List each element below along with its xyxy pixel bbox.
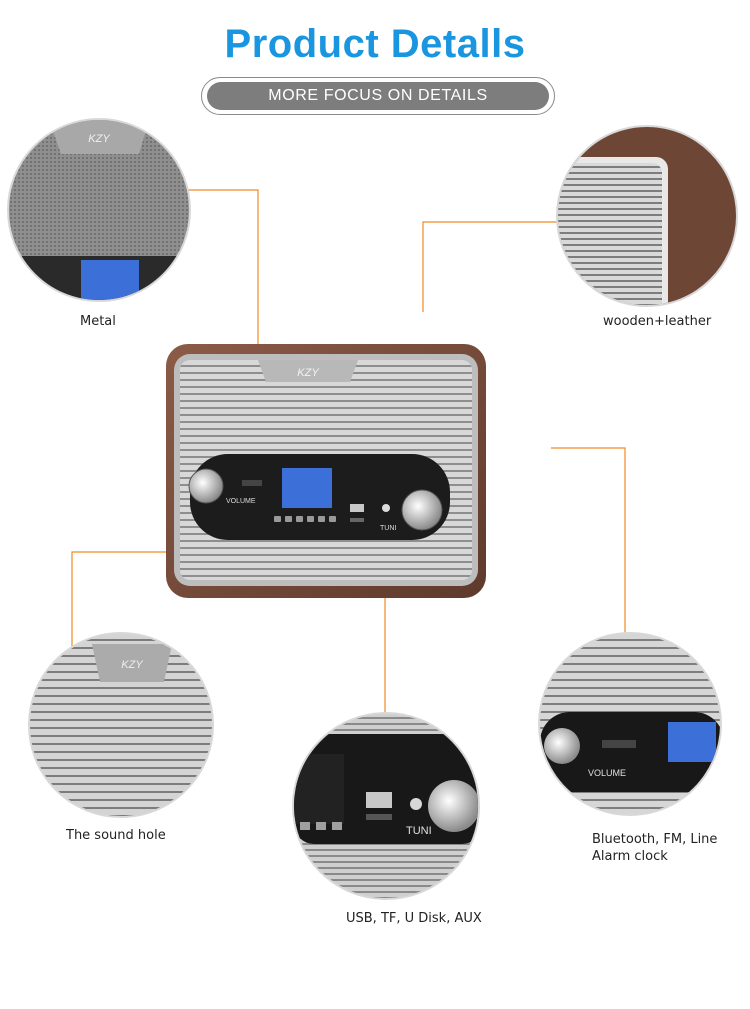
- label-metal: Metal: [80, 314, 116, 329]
- page-title: Product Detalls: [224, 22, 526, 66]
- volume-label: VOLUME: [226, 498, 256, 505]
- tuning-label: TUNI: [380, 525, 396, 532]
- label-functions: Bluetooth, FM, Line Alarm clock: [592, 832, 718, 864]
- detail-circle-ports: TUNI: [292, 712, 480, 900]
- radio-product-image: KZY VOLUME TUNI: [166, 344, 486, 598]
- detail-circle-wooden-leather: [556, 125, 738, 307]
- label-ports: USB, TF, U Disk, AUX: [346, 911, 482, 926]
- ports-tuning-label: TUNI: [406, 825, 432, 837]
- detail-circle-metal: KZY: [7, 118, 191, 302]
- label-wooden-leather: wooden+leather: [603, 314, 712, 329]
- subtitle-text: MORE FOCUS ON DETAILS: [207, 82, 549, 110]
- brand-logo: KZY: [297, 367, 319, 379]
- detail-circle-functions: VOLUME: [538, 632, 722, 816]
- detail-circle-sound-hole: KZY: [28, 632, 214, 818]
- subtitle-banner: MORE FOCUS ON DETAILS: [201, 77, 555, 115]
- label-sound-hole: The sound hole: [66, 828, 166, 843]
- metal-logo: KZY: [88, 133, 110, 145]
- functions-volume-label: VOLUME: [588, 768, 626, 778]
- sound-hole-logo: KZY: [121, 659, 143, 671]
